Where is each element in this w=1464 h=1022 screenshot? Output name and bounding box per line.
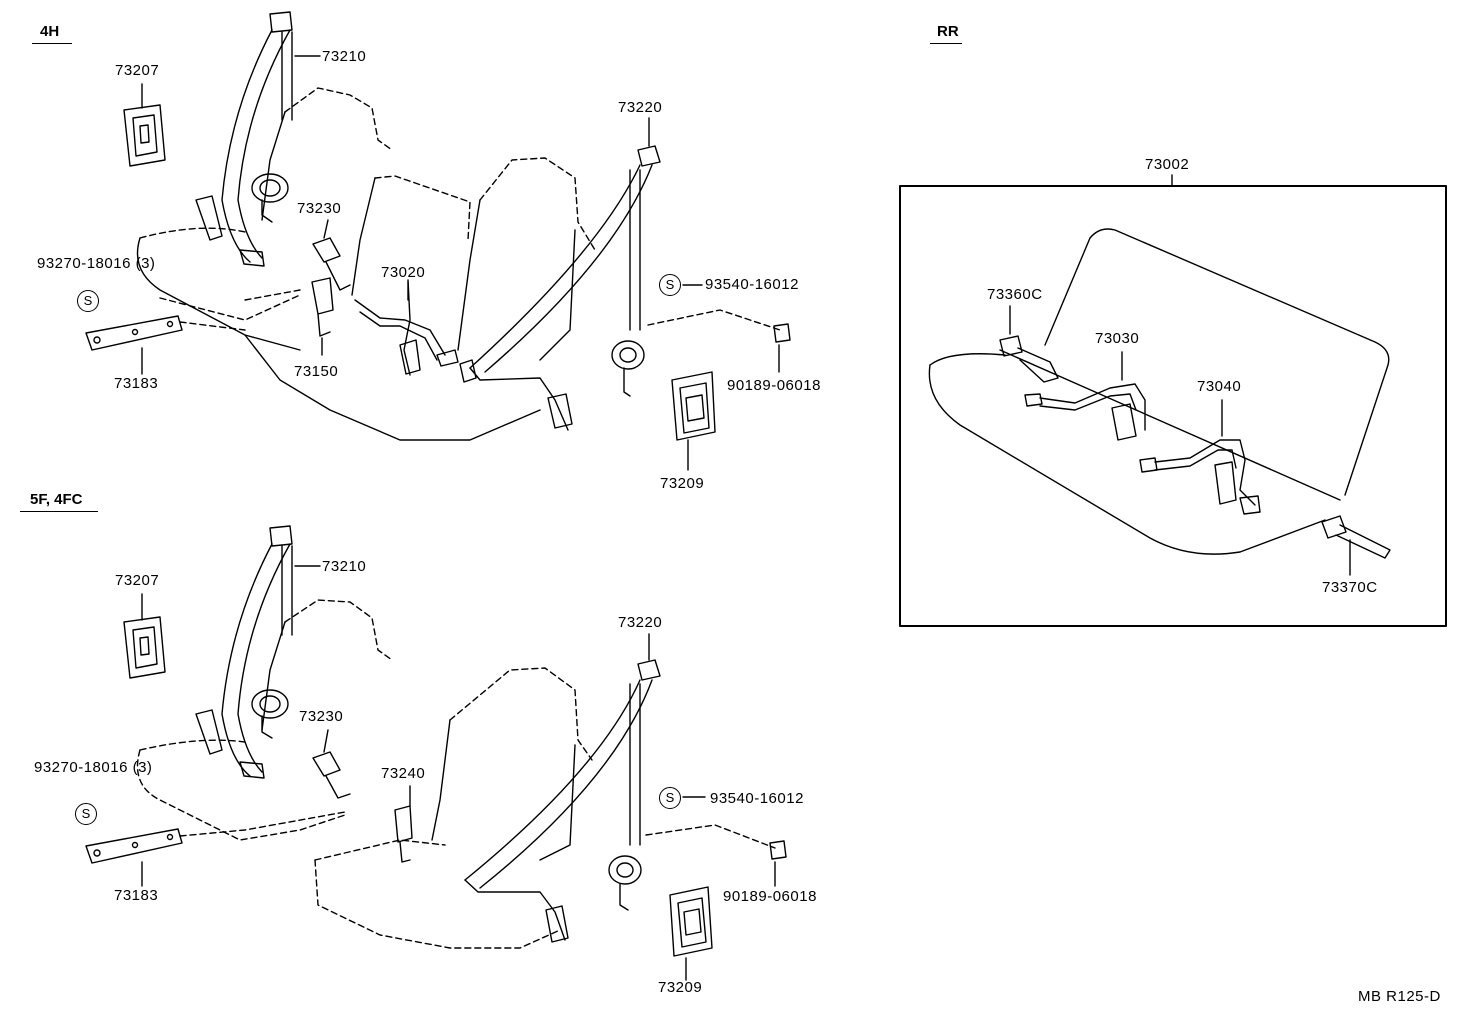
part-label-93270-18016: 93270-18016 (3) [34, 759, 153, 776]
part-label-73150: 73150 [294, 363, 339, 380]
diagram-code: MB R125-D [1358, 988, 1441, 1005]
part-label-73183: 73183 [114, 887, 159, 904]
section-rr-drawing [899, 174, 1447, 627]
s-mark-icon: S [659, 274, 681, 296]
part-label-73210: 73210 [322, 48, 367, 65]
part-label-73207: 73207 [115, 572, 160, 589]
part-label-73209: 73209 [660, 475, 705, 492]
s-mark-icon: S [75, 803, 97, 825]
section-label-5f-4fc: 5F, 4FC [30, 491, 83, 508]
section-5f-drawing [85, 525, 787, 981]
section-underline-4h [32, 43, 72, 44]
part-label-73370c: 73370C [1322, 579, 1378, 596]
part-label-73002: 73002 [1145, 156, 1190, 173]
part-label-73040: 73040 [1197, 378, 1242, 395]
section-underline-rr [930, 43, 962, 44]
part-label-73240: 73240 [381, 765, 426, 782]
part-label-73230: 73230 [299, 708, 344, 725]
part-label-73207: 73207 [115, 62, 160, 79]
part-label-73220: 73220 [618, 614, 663, 631]
part-label-73230: 73230 [297, 200, 342, 217]
part-label-73220: 73220 [618, 99, 663, 116]
part-label-73030: 73030 [1095, 330, 1140, 347]
section-label-rr: RR [937, 23, 959, 40]
section-4h-drawing [85, 11, 791, 471]
part-label-93540-16012: 93540-16012 [705, 276, 799, 293]
part-label-93540-16012: 93540-16012 [710, 790, 804, 807]
part-label-73360c: 73360C [987, 286, 1043, 303]
part-label-73183: 73183 [114, 375, 159, 392]
s-mark-icon: S [659, 787, 681, 809]
s-mark-icon: S [77, 290, 99, 312]
part-label-93270-18016: 93270-18016 (3) [37, 255, 156, 272]
part-label-73210: 73210 [322, 558, 367, 575]
part-label-73020: 73020 [381, 264, 426, 281]
section-underline-5f-4fc [20, 511, 98, 512]
part-label-73209: 73209 [658, 979, 703, 996]
section-label-4h: 4H [40, 23, 60, 40]
part-label-90189-06018: 90189-06018 [723, 888, 817, 905]
part-label-90189-06018: 90189-06018 [727, 377, 821, 394]
